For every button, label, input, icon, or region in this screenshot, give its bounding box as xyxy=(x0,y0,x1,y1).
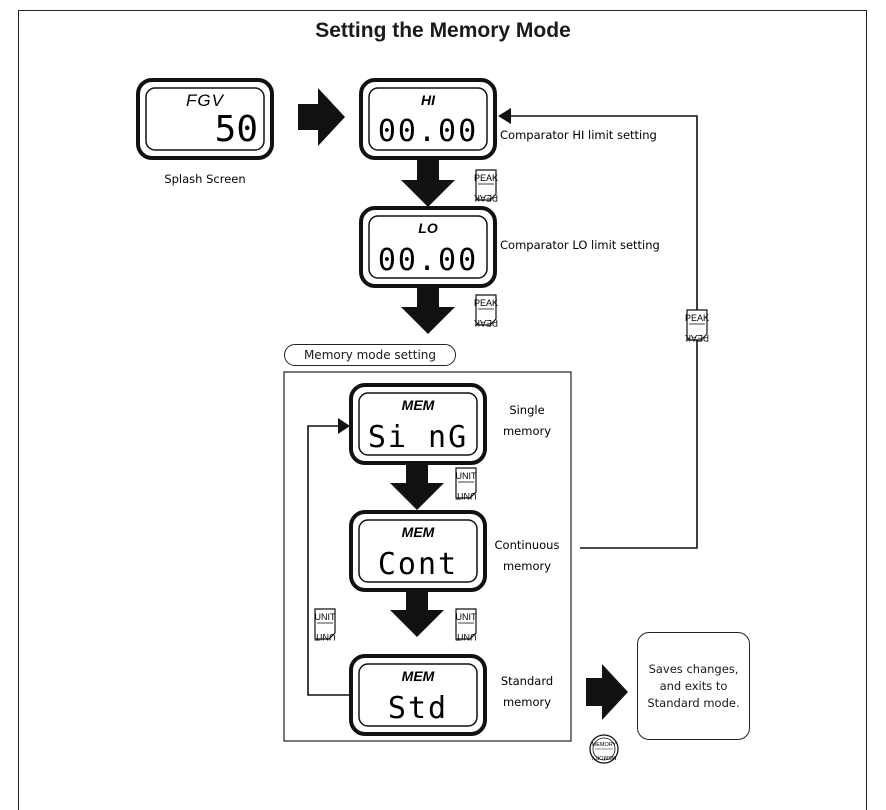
lcd-splash: FGV 50 xyxy=(136,78,274,160)
standard-top-text: MEM xyxy=(402,668,435,684)
hi-caption: Comparator HI limit setting xyxy=(500,128,657,142)
svg-text:UNIT: UNIT xyxy=(314,632,335,642)
standard-caption-line1: Standard xyxy=(501,674,553,688)
flow-diagram: FGV 50 Splash Screen HI 00.00 Comparator… xyxy=(136,78,709,764)
unit-key-icon: UNIT UNIT xyxy=(455,467,477,501)
splash-caption: Splash Screen xyxy=(164,172,245,186)
peak-key-icon: PEAK PEAK xyxy=(474,294,498,328)
continuous-value: Cont xyxy=(378,547,458,582)
down-arrow-icon xyxy=(401,160,455,207)
continuous-top-text: MEM xyxy=(402,524,435,540)
result-box: Saves changes, and exits to Standard mod… xyxy=(637,632,750,740)
result-line3: Standard mode. xyxy=(647,695,740,710)
svg-text:UNIT: UNIT xyxy=(456,612,477,622)
svg-text:PEAK: PEAK xyxy=(474,298,498,308)
unit-key-icon: UNIT UNIT xyxy=(455,608,477,642)
svg-text:UNIT: UNIT xyxy=(456,471,477,481)
hi-top-text: HI xyxy=(421,92,436,108)
right-arrow-icon xyxy=(298,88,345,146)
splash-top-text: FGV xyxy=(186,91,225,110)
lcd-hi: HI 00.00 xyxy=(359,78,497,160)
lcd-single-memory: MEM Si nG xyxy=(349,383,487,465)
unit-key-icon: UNIT UNIT xyxy=(314,608,336,642)
svg-text:PEAK: PEAK xyxy=(685,333,709,343)
svg-text:PEAK: PEAK xyxy=(474,318,498,328)
lcd-continuous-memory: MEM Cont xyxy=(349,510,487,592)
continuous-caption-line2: memory xyxy=(503,559,551,573)
right-arrow-icon xyxy=(586,664,628,720)
feedback-connector-line xyxy=(510,115,698,549)
standard-value: Std xyxy=(388,691,448,726)
svg-text:PEAK: PEAK xyxy=(474,193,498,203)
result-line2: and exits to xyxy=(659,678,728,693)
svg-text:MEMORY: MEMORY xyxy=(591,754,616,760)
memory-key-icon: MEMORY MEMORY xyxy=(589,734,619,764)
down-arrow-icon xyxy=(401,288,455,334)
hi-value: 00.00 xyxy=(378,114,478,149)
svg-text:UNIT: UNIT xyxy=(455,632,476,642)
svg-text:UNIT: UNIT xyxy=(455,491,476,501)
lcd-standard-memory: MEM Std xyxy=(349,654,487,736)
memory-mode-label: Memory mode setting xyxy=(284,344,456,366)
lo-top-text: LO xyxy=(418,220,438,236)
down-arrow-icon xyxy=(390,465,444,510)
memory-mode-group-box xyxy=(283,371,572,742)
page-title: Setting the Memory Mode xyxy=(315,19,571,42)
lcd-lo: LO 00.00 xyxy=(359,206,497,288)
svg-text:PEAK: PEAK xyxy=(685,313,709,323)
single-value: Si nG xyxy=(368,420,468,455)
standard-caption-line2: memory xyxy=(503,695,551,709)
single-caption-line1: Single xyxy=(509,403,544,417)
svg-text:MEMORY: MEMORY xyxy=(592,742,617,748)
single-top-text: MEM xyxy=(402,397,435,413)
svg-text:UNIT: UNIT xyxy=(315,612,336,622)
svg-text:PEAK: PEAK xyxy=(474,173,498,183)
peak-key-icon: PEAK PEAK xyxy=(685,309,709,343)
diagram-frame xyxy=(18,10,867,810)
lo-caption: Comparator LO limit setting xyxy=(500,238,660,252)
left-arrowhead-icon xyxy=(498,108,511,124)
result-line1: Saves changes, xyxy=(648,661,739,676)
continuous-caption-line1: Continuous xyxy=(495,538,560,552)
lo-value: 00.00 xyxy=(378,243,478,278)
right-arrowhead-icon xyxy=(338,418,350,434)
peak-key-icon: PEAK PEAK xyxy=(474,169,498,203)
loop-connector-line xyxy=(307,425,349,696)
down-arrow-icon xyxy=(390,592,444,637)
single-caption-line2: memory xyxy=(503,424,551,438)
splash-value: 50 xyxy=(215,109,258,150)
